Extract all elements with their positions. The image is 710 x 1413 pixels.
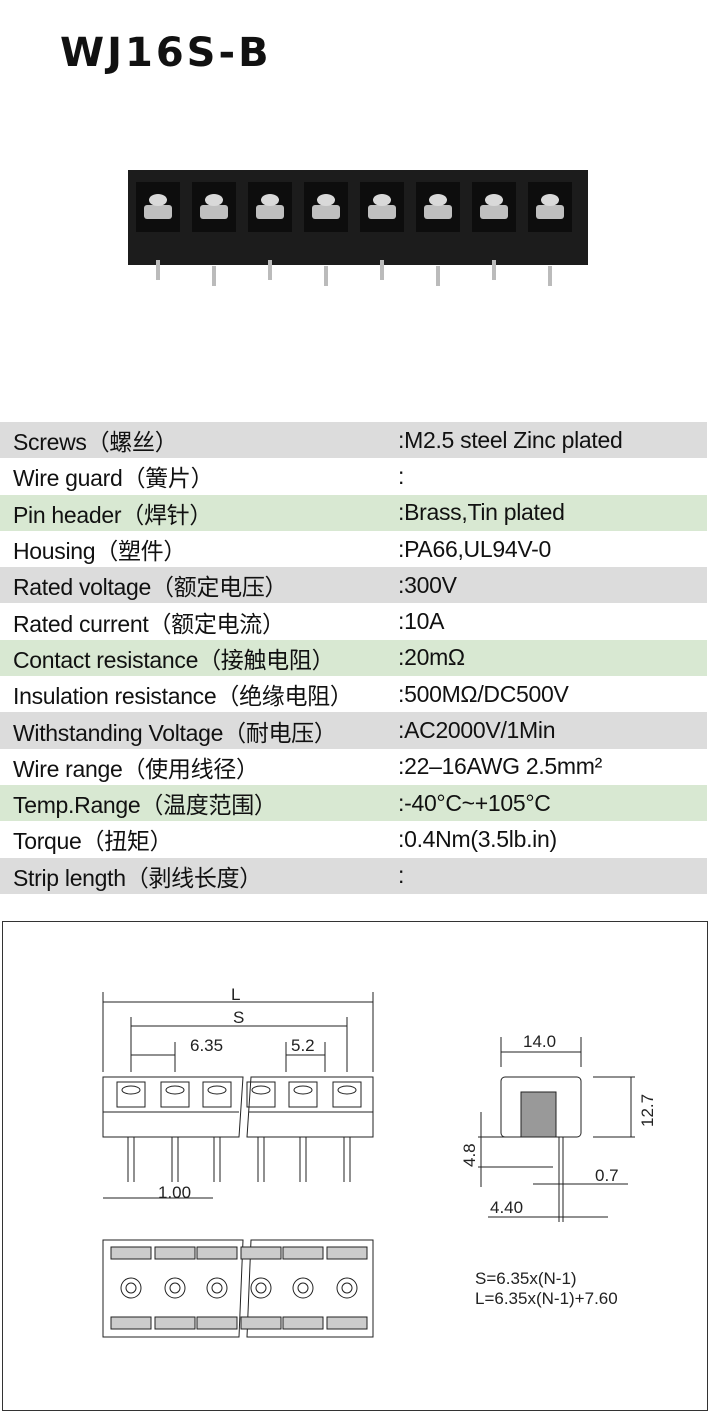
screw-hole — [110, 1246, 152, 1330]
front-view — [102, 992, 374, 1199]
spec-value: :0.4Nm(3.5lb.in) — [398, 825, 557, 852]
screw-hole — [196, 1246, 238, 1330]
spec-label: Pin header（焊针） — [13, 501, 213, 528]
pin — [246, 1081, 276, 1182]
product-photo — [128, 170, 588, 286]
spec-label: Torque（扭矩） — [13, 828, 173, 855]
dimension-drawing: L S 6.35 5.2 1.00 14.0 12.7 — [2, 921, 708, 1411]
terminal-cell — [136, 182, 180, 280]
screw-hole — [240, 1246, 282, 1330]
screw-hole — [326, 1246, 368, 1330]
spec-row: Contact resistance（接触电阻） :20mΩ — [0, 639, 707, 677]
terminal-cell — [416, 182, 460, 286]
dim-pin-label: 1.00 — [158, 1183, 191, 1202]
spec-value: :20mΩ — [398, 644, 465, 671]
spec-label: Strip length（剥线长度） — [13, 864, 262, 891]
spec-value: :M2.5 steel Zinc plated — [398, 426, 623, 453]
terminal-cell — [192, 182, 236, 286]
dim-height-label: 12.7 — [638, 1094, 657, 1127]
spec-row: Withstanding Voltage（耐电压） :AC2000V/1Min — [0, 712, 707, 749]
formula-s: S=6.35x(N-1) — [475, 1269, 577, 1288]
spec-label: Insulation resistance（绝缘电阻） — [13, 683, 353, 710]
spec-row: Rated voltage（额定电压） :300V — [0, 567, 707, 604]
terminal-cell — [472, 182, 516, 280]
spec-row: Wire range（使用线径） :22–16AWG 2.5mm² — [0, 749, 707, 785]
dim-pitch-label: 6.35 — [190, 1036, 223, 1055]
spec-row: Wire guard（簧片）: — [0, 458, 707, 494]
spec-value: :PA66,UL94V-0 — [398, 535, 551, 562]
pin — [288, 1081, 318, 1182]
terminal-cell — [304, 182, 348, 286]
formula-l: L=6.35x(N-1)+7.60 — [475, 1289, 618, 1308]
spec-row: Rated current（额定电流） :10A — [0, 603, 707, 639]
spec-value: :22–16AWG 2.5mm² — [398, 753, 602, 780]
spec-value: : — [398, 862, 405, 889]
dim-width-label: 14.0 — [523, 1032, 556, 1051]
spec-label: Rated voltage（额定电压） — [13, 574, 288, 601]
spec-row: Insulation resistance（绝缘电阻） :500MΩ/DC500V — [0, 676, 707, 712]
spec-value: :-40°C~+105°C — [398, 789, 551, 816]
pin — [160, 1081, 190, 1182]
spec-label: Withstanding Voltage（耐电压） — [13, 719, 337, 746]
spec-row: Pin header（焊针） :Brass,Tin plated — [0, 494, 707, 531]
screw-hole — [282, 1246, 324, 1330]
spec-value: :10A — [398, 608, 445, 635]
spec-row: Screws（螺丝） :M2.5 steel Zinc plated — [0, 422, 707, 459]
screw-hole — [154, 1246, 196, 1330]
spec-label: Housing（塑件） — [13, 538, 187, 565]
dim-L-label: L — [231, 985, 240, 1004]
pin — [332, 1081, 362, 1182]
pin — [202, 1081, 232, 1182]
side-view — [478, 1037, 635, 1222]
pin — [116, 1081, 146, 1182]
spec-label: Screws（螺丝） — [13, 429, 178, 456]
spec-label: Wire range（使用线径） — [13, 755, 259, 782]
dim-pin-length-label: 4.8 — [460, 1143, 479, 1167]
spec-value: :300V — [398, 571, 457, 598]
dim-pin-thickness-label: 0.7 — [595, 1166, 619, 1185]
spec-label: Temp.Range（温度范围） — [13, 792, 277, 819]
dim-offset-label: 4.40 — [490, 1198, 523, 1217]
terminal-cell — [360, 182, 404, 280]
spec-label: Wire guard（簧片） — [13, 465, 214, 492]
spec-row: Strip length（剥线长度）: — [0, 857, 707, 894]
spec-value: : — [398, 462, 405, 489]
spec-value: :Brass,Tin plated — [398, 499, 565, 526]
dim-gap-label: 5.2 — [291, 1036, 315, 1055]
product-title: WJ16S-B — [60, 30, 272, 76]
spec-label: Rated current（额定电流） — [13, 610, 285, 637]
spec-value: :AC2000V/1Min — [398, 717, 556, 744]
terminal-cell — [248, 182, 292, 280]
top-view — [102, 1239, 374, 1338]
dim-S-label: S — [233, 1008, 244, 1027]
terminal-cell — [528, 182, 572, 286]
spec-row: Housing（塑件） :PA66,UL94V-0 — [0, 531, 707, 567]
spec-label: Contact resistance（接触电阻） — [13, 646, 335, 673]
spec-value: :500MΩ/DC500V — [398, 680, 569, 707]
spec-row: Torque（扭矩） :0.4Nm(3.5lb.in) — [0, 821, 707, 857]
spec-row: Temp.Range（温度范围） :-40°C~+105°C — [0, 784, 707, 822]
